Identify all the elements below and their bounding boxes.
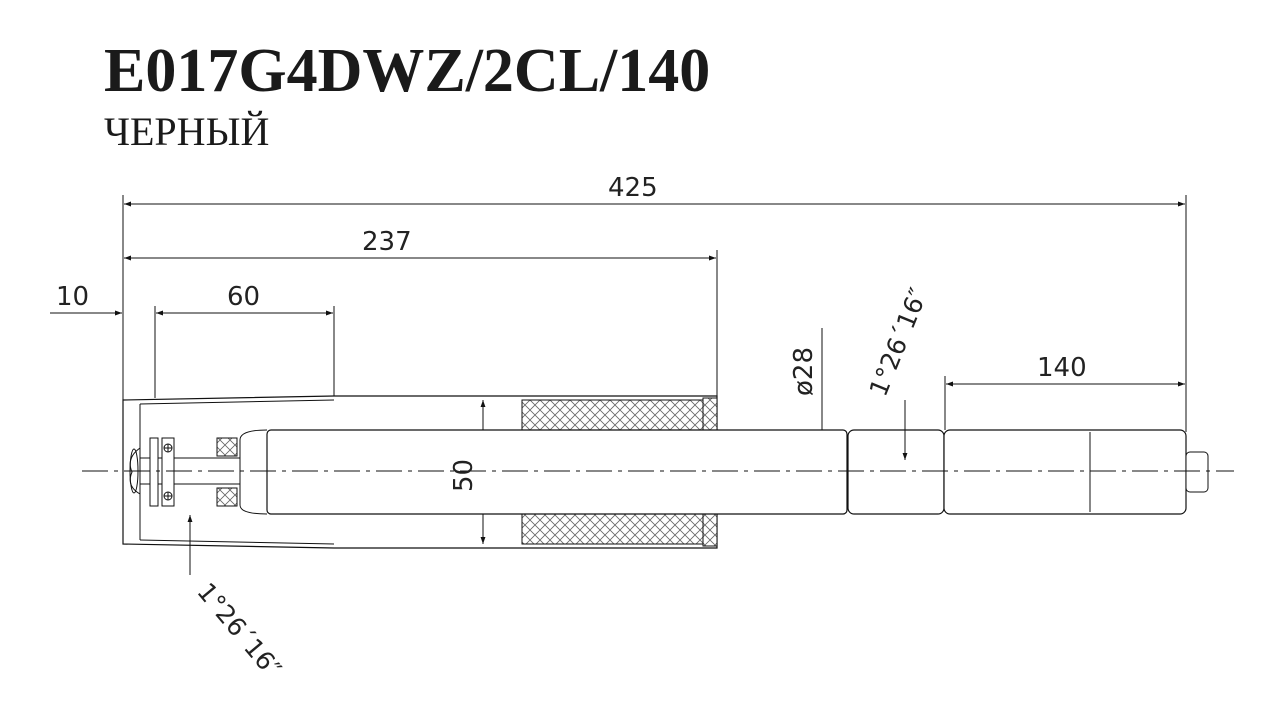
dim-140: 140 [1037,353,1087,383]
seal-hatch-top [216,437,238,457]
angle-label-bottom: 1°26´16″ [191,577,286,683]
dim-237: 237 [362,227,412,257]
spring-body [266,429,848,515]
spring-body-left-cap [239,429,268,515]
inner-wall-bottom [139,539,335,545]
dim-10: 10 [56,282,89,312]
outer-cylinder [122,395,718,549]
top-pin [1185,451,1209,493]
ring-bottom [702,512,718,547]
washer-2 [161,437,175,507]
inner-wall-top [139,399,335,405]
bushing-bottom [521,512,711,545]
dim-60: 60 [227,282,260,312]
ring-top [702,397,718,431]
clip [129,447,141,495]
piston-tube [847,429,945,515]
color-subtitle: ЧЕРНЫЙ [104,109,270,154]
angle-label-top: 1°26´16″ [864,284,934,400]
dim-425: 425 [608,173,658,203]
bushing-top [521,399,711,431]
model-title: E017G4DWZ/2CL/140 [104,37,711,105]
seal-hatch-bottom [216,487,238,507]
washer-1 [149,437,159,507]
upper-rod [943,429,1187,515]
dim-28: ø28 [789,347,819,396]
dim-50: 50 [449,459,479,492]
